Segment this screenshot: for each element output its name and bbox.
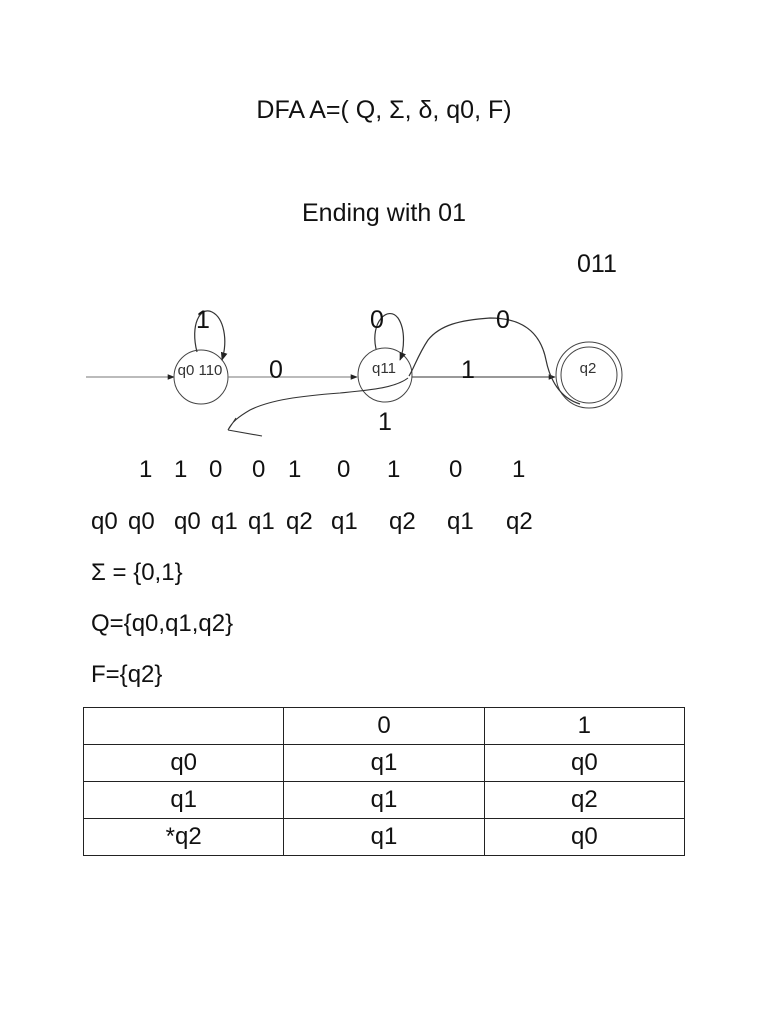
label-q0-q1: 0	[269, 356, 283, 384]
table-header-cell	[82, 707, 285, 745]
state-q1-label: q11	[372, 360, 396, 377]
label-q1-q2: 1	[461, 356, 475, 384]
trace-state: q1	[248, 508, 275, 535]
q0-self-loop	[194, 310, 228, 361]
trace-state: q2	[389, 508, 416, 535]
trace-state: q0	[174, 508, 201, 535]
annotation-text: 011	[577, 250, 617, 278]
final-states-definition: F={q2}	[91, 661, 163, 688]
table-cell: q0	[82, 744, 285, 782]
input-symbol: 1	[139, 456, 153, 483]
table-cell: q1	[283, 818, 485, 856]
trace-state: q1	[331, 508, 358, 535]
state-q2-accepting: q2	[555, 341, 623, 409]
subtitle: Ending with 01	[301, 199, 466, 227]
trace-state: q1	[211, 508, 238, 535]
input-symbol: 0	[209, 456, 223, 483]
table-header-cell: 1	[483, 707, 686, 745]
input-symbol: 1	[387, 456, 401, 483]
input-symbol: 1	[512, 456, 526, 483]
table-cell: q1	[283, 781, 485, 819]
dfa-diagram: q0 110 q11 q2 1 0 0 1 0 1	[86, 306, 623, 437]
table-cell: q2	[483, 781, 686, 819]
alphabet-definition: Σ = {0,1}	[91, 559, 183, 586]
table-cell: q0	[483, 744, 686, 782]
label-q0-self: 1	[196, 306, 210, 334]
trace-state: q1	[447, 508, 474, 535]
table-header-row: 0 1	[82, 707, 686, 745]
label-q2-q1: 0	[496, 306, 510, 334]
input-symbol: 1	[174, 456, 188, 483]
state-q2-label: q2	[580, 360, 597, 377]
input-symbol: 0	[252, 456, 266, 483]
input-symbol: 0	[449, 456, 463, 483]
table-row: q0 q1 q0	[82, 744, 686, 782]
table-cell: q1	[82, 781, 285, 819]
input-symbol: 1	[288, 456, 302, 483]
input-symbol: 0	[337, 456, 351, 483]
table-row: q1 q1 q2	[82, 781, 686, 819]
state-q0: q0 110	[173, 349, 229, 405]
label-q1-self: 0	[370, 306, 384, 334]
transition-table: 0 1 q0 q1 q0 q1 q1 q2 *q2 q1 q0	[82, 707, 686, 856]
table-cell: q1	[283, 744, 485, 782]
edge-q2-q1	[408, 317, 581, 405]
q1-self-loop	[374, 312, 406, 361]
edge-q1-q0	[227, 377, 409, 437]
page-title: DFA A=( Q, Σ, δ, q0, F)	[256, 96, 512, 124]
table-row: *q2 q1 q0	[82, 818, 686, 856]
table-cell: q0	[483, 818, 686, 856]
trace-state: q2	[286, 508, 313, 535]
trace-state: q0	[91, 508, 118, 535]
trace-state: q2	[506, 508, 533, 535]
state-q1: q11	[357, 347, 413, 403]
state-q0-label: q0 110	[178, 362, 223, 379]
label-q1-q0: 1	[378, 408, 392, 436]
states-definition: Q={q0,q1,q2}	[91, 610, 234, 637]
table-cell: *q2	[82, 818, 285, 856]
table-header-cell: 0	[283, 707, 485, 745]
trace-state: q0	[128, 508, 155, 535]
